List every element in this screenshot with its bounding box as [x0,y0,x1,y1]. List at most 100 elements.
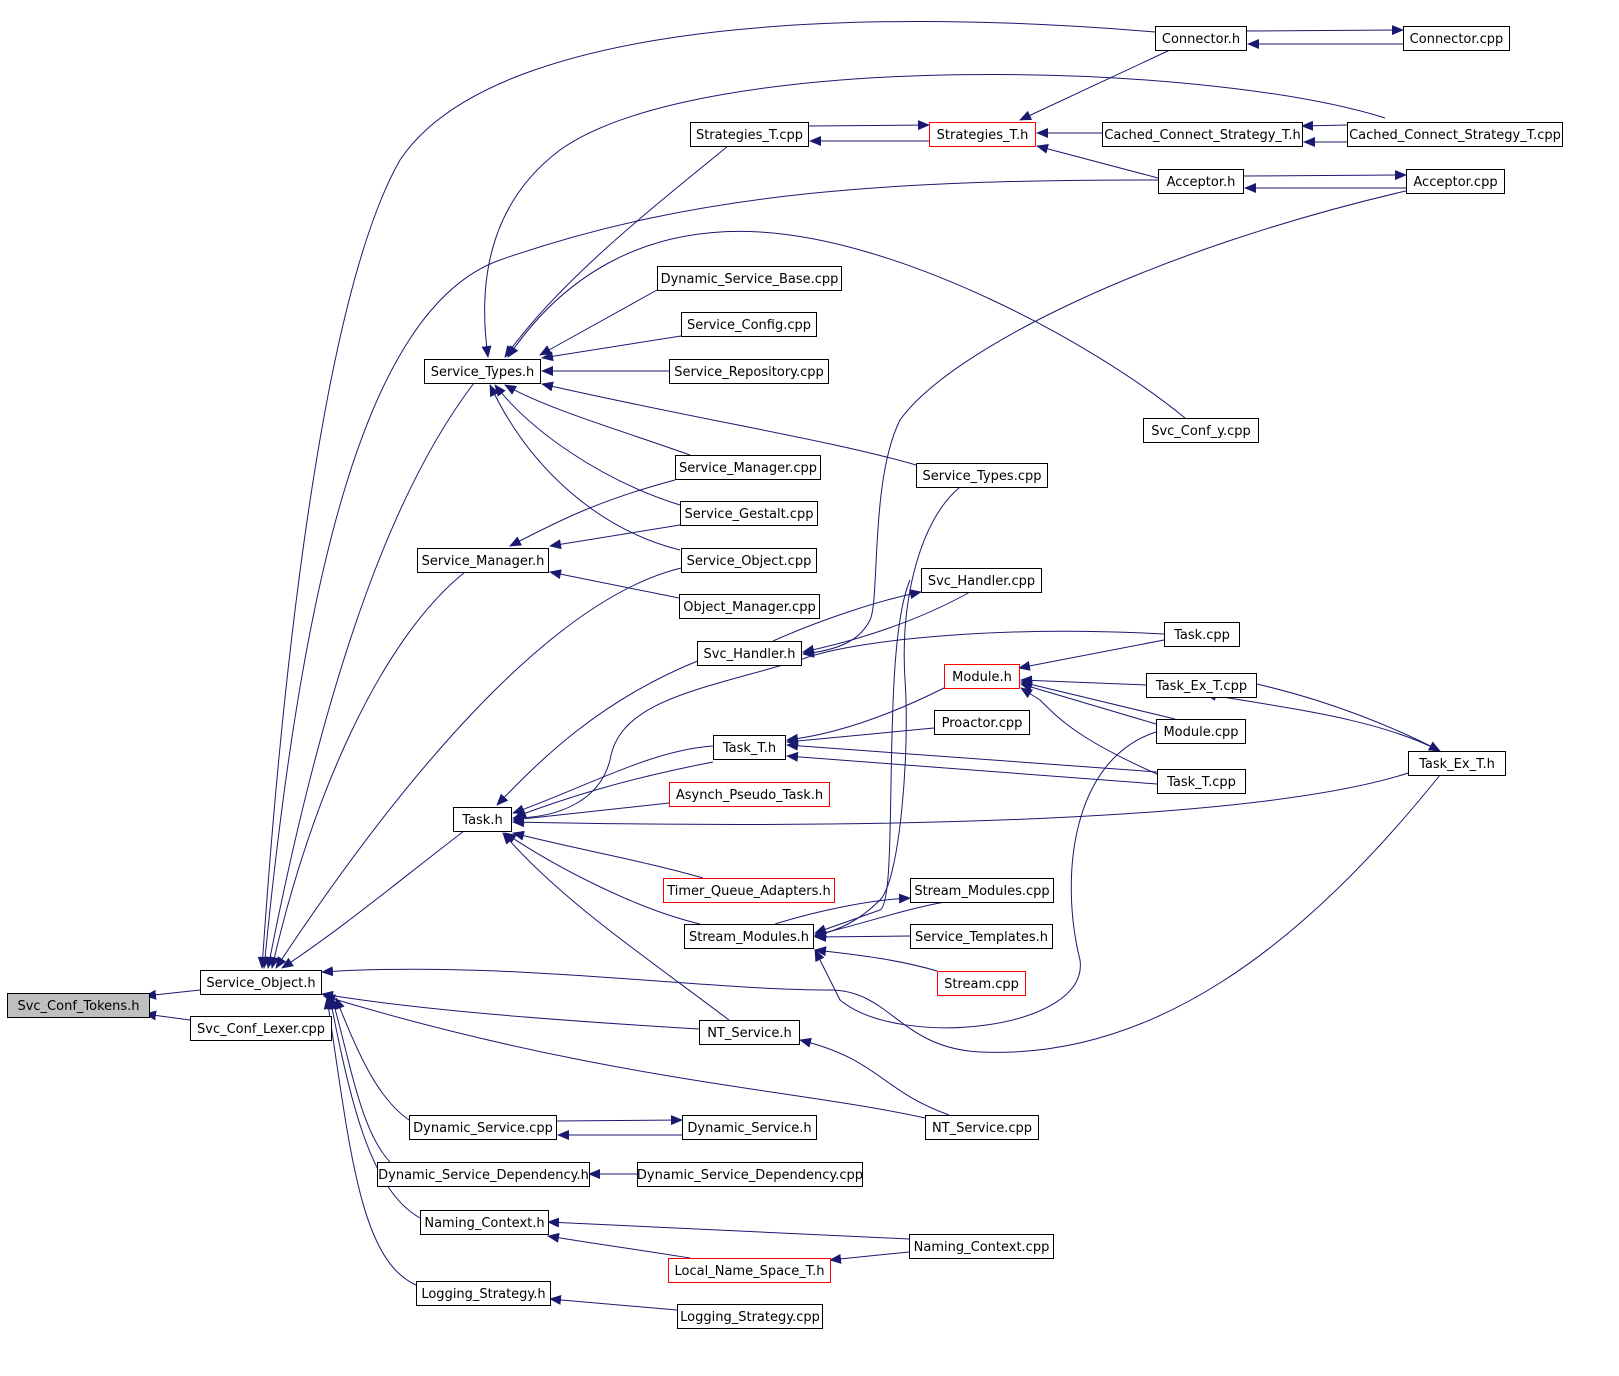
node-acceptor-cpp[interactable]: Acceptor.cpp [1406,169,1505,194]
node-label: Service_Manager.h [422,554,545,569]
node-label: Connector.h [1162,32,1240,47]
node-logging-strategy-cpp[interactable]: Logging_Strategy.cpp [677,1304,823,1329]
node-service-object-cpp[interactable]: Service_Object.cpp [681,548,817,573]
node-label: Local_Name_Space_T.h [675,1264,825,1279]
node-nt-service-h[interactable]: NT_Service.h [699,1020,800,1045]
dependency-edge [1018,639,1165,671]
node-object-manager-cpp[interactable]: Object_Manager.cpp [679,594,820,619]
node-svc-conf-y-cpp[interactable]: Svc_Conf_y.cpp [1143,418,1259,443]
node-task-t-cpp[interactable]: Task_T.cpp [1157,769,1246,794]
node-svc-handler-h[interactable]: Svc_Handler.h [697,641,802,666]
node-logging-strategy-h[interactable]: Logging_Strategy.h [416,1281,551,1306]
node-label: Dynamic_Service.cpp [413,1121,553,1136]
dependency-edge [281,830,465,969]
node-service-config-cpp[interactable]: Service_Config.cpp [681,312,817,337]
dependency-edge [504,832,701,925]
node-stream-cpp[interactable]: Stream.cpp [937,971,1026,996]
dependency-edge [265,382,475,969]
dependency-edge [481,73,1386,358]
node-stream-modules-h[interactable]: Stream_Modules.h [684,924,814,949]
dependency-edge [547,1217,910,1240]
node-box [684,924,814,949]
node-label: NT_Service.h [707,1026,792,1041]
node-naming-context-h[interactable]: Naming_Context.h [420,1210,549,1235]
node-label: Service_Object.h [206,976,315,991]
dependency-edge [539,289,658,356]
dependency-edge [829,1251,910,1264]
node-service-manager-cpp[interactable]: Service_Manager.cpp [675,455,821,480]
node-strategies-t-h[interactable]: Strategies_T.h [929,122,1036,147]
node-asynch-pseudo-task-h[interactable]: Asynch_Pseudo_Task.h [669,782,830,807]
node-timer-queue-adapters-h[interactable]: Timer_Queue_Adapters.h [663,878,835,903]
node-label: Task.h [461,813,502,828]
node-task-ex-t-h[interactable]: Task_Ex_T.h [1408,751,1506,776]
node-service-types-h[interactable]: Service_Types.h [424,359,541,384]
node-label: Service_Types.h [431,365,535,380]
node-svc-conf-lexer-cpp[interactable]: Svc_Conf_Lexer.cpp [190,1016,332,1041]
node-label: Naming_Context.cpp [914,1240,1050,1255]
node-cached-connect-strategy-t-h[interactable]: Cached_Connect_Strategy_T.h [1102,122,1303,147]
node-box [668,1258,831,1283]
node-service-repository-cpp[interactable]: Service_Repository.cpp [669,359,829,384]
node-stream-modules-cpp[interactable]: Stream_Modules.cpp [910,878,1054,903]
node-label: Asynch_Pseudo_Task.h [676,788,823,803]
node-box [934,710,1030,735]
node-box [1102,122,1303,147]
node-task-cpp[interactable]: Task.cpp [1164,622,1240,647]
nodes-layer: Svc_Conf_Tokens.hService_Object.hSvc_Con… [7,26,1563,1329]
dependency-edge [1020,675,1147,686]
dependency-edge [512,830,704,879]
dependency-edge [772,589,922,642]
node-service-manager-h[interactable]: Service_Manager.h [417,548,549,573]
node-box [377,1162,590,1187]
node-box [417,548,549,573]
node-label: Service_Object.cpp [687,554,812,569]
node-dynamic-service-h[interactable]: Dynamic_Service.h [682,1115,817,1140]
node-label: Service_Types.cpp [923,469,1042,484]
node-naming-context-cpp[interactable]: Naming_Context.cpp [909,1234,1054,1259]
node-box [697,641,802,666]
node-label: Object_Manager.cpp [683,600,815,615]
node-acceptor-h[interactable]: Acceptor.h [1158,169,1244,194]
node-module-cpp[interactable]: Module.cpp [1156,719,1246,744]
node-label: Svc_Conf_y.cpp [1151,424,1251,439]
dependency-edge [1019,49,1171,121]
node-box [1403,26,1510,51]
node-proactor-cpp[interactable]: Proactor.cpp [934,710,1030,735]
node-strategies-t-cpp[interactable]: Strategies_T.cpp [690,122,809,147]
node-task-t-h[interactable]: Task_T.h [713,735,786,760]
node-label: Logging_Strategy.h [421,1287,545,1302]
node-box [420,1210,549,1235]
node-box [1164,622,1240,647]
node-dynamic-service-cpp[interactable]: Dynamic_Service.cpp [409,1115,557,1140]
dependency-edge [507,230,1186,419]
node-task-h[interactable]: Task.h [453,807,512,832]
dependency-edge [786,727,935,746]
node-dynamic-service-dependency-h[interactable]: Dynamic_Service_Dependency.h [377,1162,590,1187]
node-cached-connect-strategy-t-cpp[interactable]: Cached_Connect_Strategy_T.cpp [1347,122,1563,147]
dependency-edge [327,997,421,1219]
node-module-h[interactable]: Module.h [944,664,1020,689]
node-dynamic-service-dependency-cpp[interactable]: Dynamic_Service_Dependency.cpp [637,1162,863,1187]
node-task-ex-t-cpp[interactable]: Task_Ex_T.cpp [1146,673,1257,698]
dependency-edge [502,832,730,1021]
dependency-edge [494,384,681,506]
node-local-name-space-t-h[interactable]: Local_Name_Space_T.h [668,1258,831,1283]
dependency-edge [814,946,938,972]
node-label: Svc_Conf_Lexer.cpp [197,1022,325,1037]
dependency-edge [549,569,680,599]
node-nt-service-cpp[interactable]: NT_Service.cpp [925,1115,1039,1140]
node-service-gestalt-cpp[interactable]: Service_Gestalt.cpp [680,501,818,526]
node-svc-conf-tokens-h[interactable]: Svc_Conf_Tokens.h [7,993,150,1018]
node-connector-h[interactable]: Connector.h [1155,26,1247,51]
node-box [1143,418,1259,443]
node-service-object-h[interactable]: Service_Object.h [200,970,322,995]
node-svc-handler-cpp[interactable]: Svc_Handler.cpp [921,568,1042,593]
node-service-types-cpp[interactable]: Service_Types.cpp [916,463,1048,488]
dependency-edge [1242,170,1407,181]
node-dynamic-service-base-cpp[interactable]: Dynamic_Service_Base.cpp [657,266,842,291]
node-service-templates-h[interactable]: Service_Templates.h [910,924,1053,949]
dependency-edge [335,997,410,1121]
node-connector-cpp[interactable]: Connector.cpp [1403,26,1510,51]
node-box [690,122,809,147]
